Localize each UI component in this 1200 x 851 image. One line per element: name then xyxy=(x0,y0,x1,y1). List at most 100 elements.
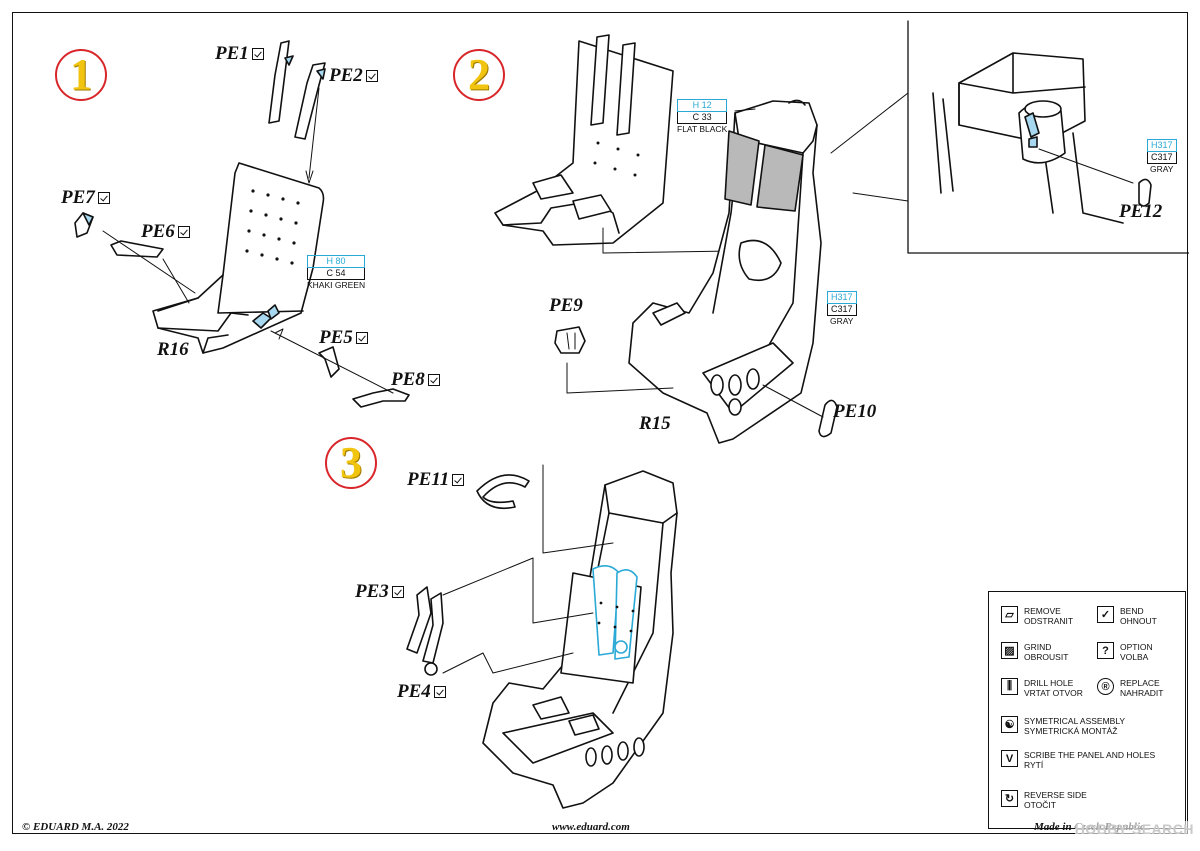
paint-c-code: C317 xyxy=(827,304,857,316)
part-code: PE10 xyxy=(833,401,877,422)
part-label-pe1: PE1 xyxy=(215,43,264,65)
instruction-sheet: 1 2 3 PE1 PE2 PE7 PE6 PE5 PE8 R16 PE9 R1… xyxy=(12,12,1189,834)
part-label-pe2: PE2 xyxy=(329,65,378,87)
part-code: PE12 xyxy=(1119,201,1163,222)
pe11-part xyxy=(476,474,530,510)
part-label-r15: R15 xyxy=(639,413,671,435)
legend-text: DRILL HOLE xyxy=(1024,678,1074,688)
bend-icon xyxy=(433,686,446,698)
pe4-part xyxy=(424,662,438,676)
part-label-r16: R16 xyxy=(157,339,189,361)
pe3-part xyxy=(406,586,432,654)
bend-icon xyxy=(365,70,378,82)
bend-icon xyxy=(452,474,465,486)
part-label-pe11: PE11 xyxy=(407,469,465,491)
paint-name: GRAY xyxy=(830,316,854,326)
paint-name: GRAY xyxy=(1150,164,1174,174)
part-code: PE3 xyxy=(355,581,389,602)
pe5-part xyxy=(318,346,340,378)
pe9-part xyxy=(554,326,586,354)
remove-icon: ▱ xyxy=(1001,606,1018,623)
paint-callout-khaki: H 80 C 54 KHAKI GREEN xyxy=(307,255,366,291)
reverse-icon: ↻ xyxy=(1001,790,1018,807)
paint-c-code: C 54 xyxy=(307,268,366,280)
step-2-badge: 2 xyxy=(453,49,505,101)
pe10-part xyxy=(818,399,838,438)
part-code: PE5 xyxy=(319,327,353,348)
part-code: PE2 xyxy=(329,65,363,86)
bend-icon xyxy=(427,374,440,386)
legend-text: OBROUSIT xyxy=(1024,652,1069,662)
legend-text: REVERSE SIDE xyxy=(1024,790,1087,800)
pe12-part xyxy=(1138,178,1152,207)
paint-c-code: C317 xyxy=(1147,152,1177,164)
part-code: PE4 xyxy=(397,681,431,702)
legend-text: VOLBA xyxy=(1120,652,1149,662)
part-label-pe9: PE9 xyxy=(549,295,583,317)
part-code: PE7 xyxy=(61,187,95,208)
step2-seat-small xyxy=(494,34,674,246)
paint-c-code: C 33 xyxy=(677,112,728,124)
part-code: PE11 xyxy=(407,469,450,490)
question-icon: ? xyxy=(1097,642,1114,659)
part-code: R16 xyxy=(157,339,189,360)
step-1-number: 1 xyxy=(70,50,92,99)
legend-text: SYMETRICAL ASSEMBLY xyxy=(1024,716,1126,726)
bend-icon: ✓ xyxy=(1097,606,1114,623)
pe2-strap xyxy=(294,62,326,140)
scribe-icon: V xyxy=(1001,750,1018,767)
paint-h-code: H317 xyxy=(827,291,857,304)
grind-icon: ▨ xyxy=(1001,642,1018,659)
drill-icon: ⫼ xyxy=(1001,678,1018,695)
step-1-badge: 1 xyxy=(55,49,107,101)
bend-icon xyxy=(391,586,404,598)
part-code: PE6 xyxy=(141,221,175,242)
legend-text: ODSTRANIT xyxy=(1024,616,1074,626)
part-label-pe5: PE5 xyxy=(319,327,368,349)
part-label-pe3: PE3 xyxy=(355,581,404,603)
part-code: PE8 xyxy=(391,369,425,390)
legend-text: SYMETRICKÁ MONTÁŽ xyxy=(1024,726,1118,736)
pe1-strap xyxy=(268,40,290,124)
legend-text: NAHRADIT xyxy=(1120,688,1164,698)
bend-icon xyxy=(97,192,110,204)
paint-callout-gray-seat: H317 C317 GRAY xyxy=(827,291,857,327)
step-3-badge: 3 xyxy=(325,437,377,489)
part-code: R15 xyxy=(639,413,671,434)
paint-name: FLAT BLACK xyxy=(677,124,728,134)
part-label-pe6: PE6 xyxy=(141,221,190,243)
bend-icon xyxy=(177,226,190,238)
legend-text: REPLACE xyxy=(1120,678,1160,688)
legend-text: REMOVE xyxy=(1024,606,1061,616)
paint-h-code: H317 xyxy=(1147,139,1177,152)
legend-text: OPTION xyxy=(1120,642,1153,652)
paint-h-code: H 12 xyxy=(677,99,728,112)
assembly-drawing xyxy=(74,20,1189,809)
part-code: PE1 xyxy=(215,43,249,64)
yin-yang-icon: ☯ xyxy=(1001,716,1018,733)
replace-icon: ® xyxy=(1097,678,1114,695)
step-2-number: 2 xyxy=(468,50,490,99)
paint-callout-flat-black: H 12 C 33 FLAT BLACK xyxy=(677,99,728,135)
legend-text: BEND xyxy=(1120,606,1144,616)
detail-inset-drawing xyxy=(932,52,1134,224)
legend-text: VRTAT OTVOR xyxy=(1024,688,1083,698)
bend-icon xyxy=(355,332,368,344)
pe6-part xyxy=(110,240,164,258)
legend-text: OTOČIT xyxy=(1024,800,1056,810)
footer-website[interactable]: www.eduard.com xyxy=(552,821,630,833)
footer-copyright: © EDUARD M.A. 2022 xyxy=(22,821,129,833)
part-label-pe8: PE8 xyxy=(391,369,440,391)
part-label-pe12: PE12 xyxy=(1119,201,1162,223)
legend-text: RYTÍ xyxy=(1024,760,1044,770)
